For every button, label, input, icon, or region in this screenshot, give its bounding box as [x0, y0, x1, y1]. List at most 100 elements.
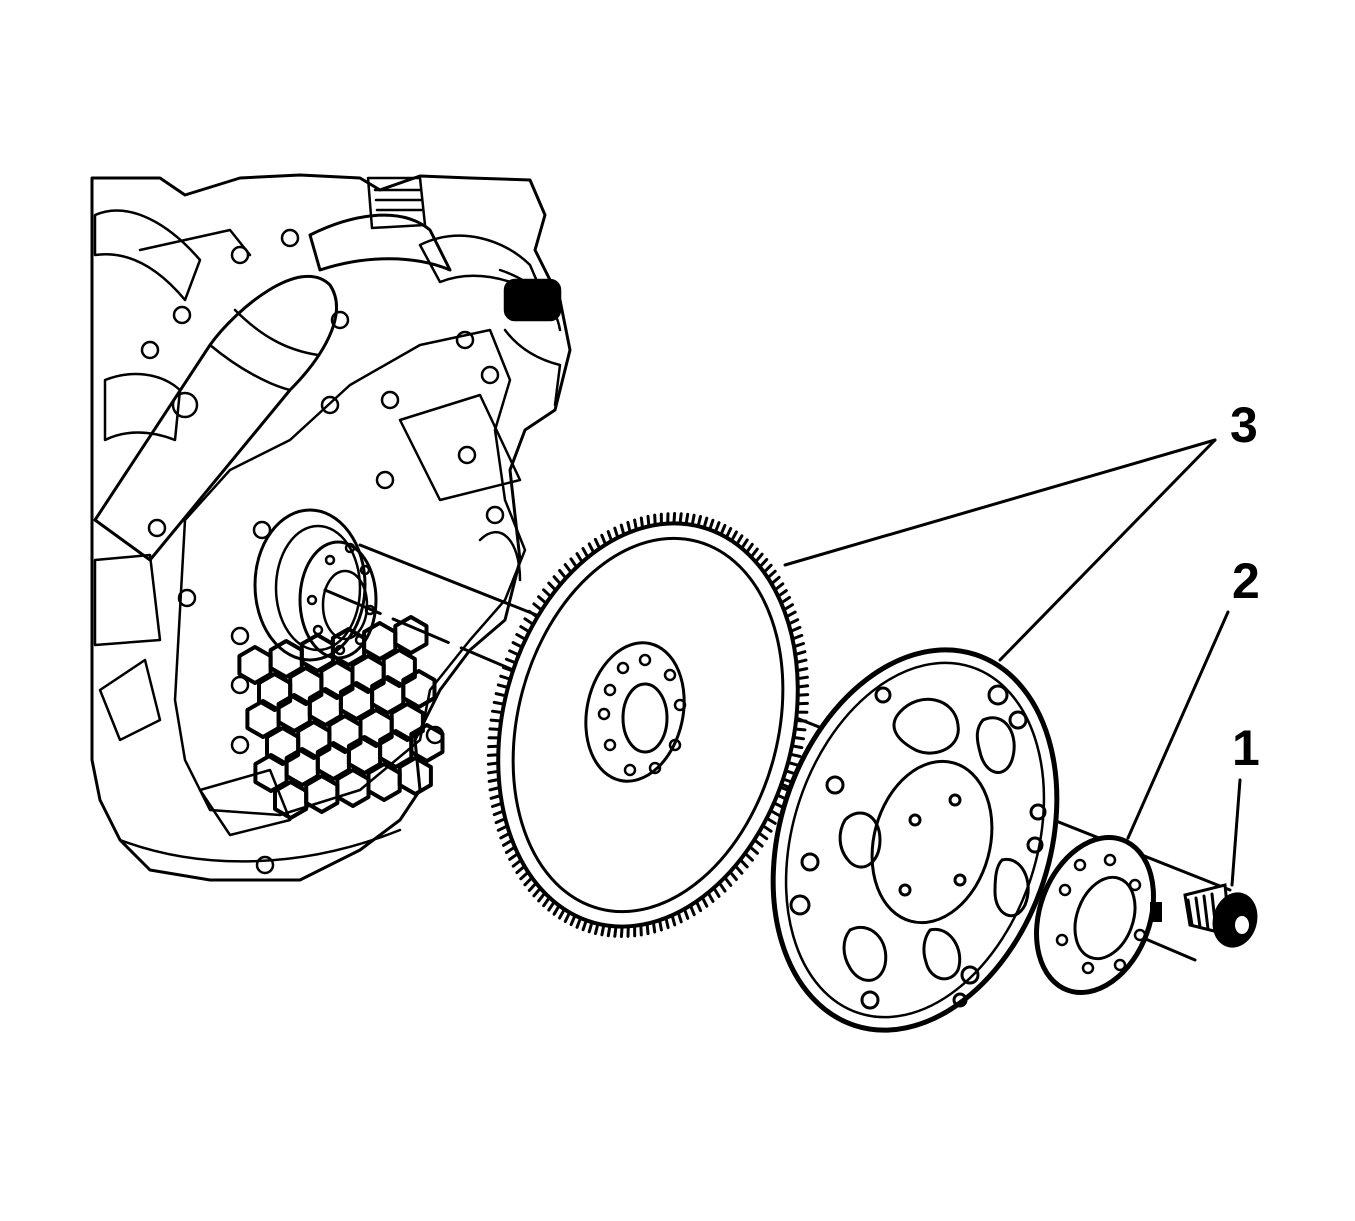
- gear-tooth: [488, 727, 502, 731]
- gear-tooth: [658, 918, 663, 932]
- honeycomb-cell: [358, 708, 394, 748]
- leader-line-3a: [783, 438, 1217, 567]
- gear-tooth: [508, 852, 520, 861]
- gear-tooth: [676, 910, 683, 924]
- gear-tooth: [653, 513, 657, 527]
- gear-tooth: [706, 891, 715, 903]
- gear-tooth: [606, 530, 614, 543]
- honeycomb-cell: [389, 702, 425, 742]
- gear-tooth: [489, 794, 503, 800]
- honeycomb-cell: [265, 726, 301, 766]
- gear-tooth: [486, 753, 500, 757]
- gear-tooth: [563, 563, 573, 575]
- gear-tooth: [502, 666, 515, 673]
- gear-tooth: [745, 542, 754, 554]
- gear-tooth: [694, 900, 703, 913]
- gear-tooth: [796, 693, 810, 697]
- gear-tooth: [558, 569, 568, 580]
- gear-tooth: [749, 547, 759, 559]
- honeycomb-cell: [319, 660, 355, 700]
- gear-tooth: [790, 744, 804, 750]
- gear-tooth: [594, 922, 600, 935]
- callout-2: 2: [1232, 553, 1260, 609]
- callout-1: 1: [1232, 720, 1260, 776]
- gear-tooth: [563, 911, 572, 923]
- gear-tooth: [613, 924, 618, 938]
- gear-tooth: [581, 547, 590, 559]
- gear-tooth: [792, 735, 805, 741]
- gear-tooth: [552, 904, 561, 916]
- gear-tooth: [619, 925, 624, 938]
- gear-tooth: [645, 922, 650, 936]
- gear-tooth: [700, 895, 709, 908]
- gear-tooth: [784, 610, 797, 619]
- gear-tooth: [682, 907, 690, 920]
- gear-tooth: [486, 761, 500, 766]
- gear-tooth: [492, 809, 505, 817]
- gear-tooth: [547, 900, 556, 912]
- honeycomb-cell: [409, 723, 445, 763]
- honeycomb-cell: [397, 756, 433, 796]
- gear-tooth: [765, 816, 777, 825]
- gear-tooth: [499, 674, 512, 681]
- gear-tooth: [504, 657, 518, 665]
- gear-tooth: [633, 518, 638, 532]
- gear-tooth: [776, 589, 788, 598]
- honeycomb-cell: [327, 714, 363, 754]
- honeycomb-cell: [381, 648, 417, 688]
- honeycomb-cell: [401, 669, 437, 709]
- gear-tooth: [754, 552, 764, 564]
- gear-tooth: [619, 523, 626, 537]
- gear-tooth: [773, 582, 785, 592]
- honeycomb-cell: [296, 720, 332, 760]
- flexplate-disc: [770, 647, 1060, 1033]
- gear-tooth: [487, 769, 500, 775]
- gear-tooth: [537, 891, 547, 903]
- gear-tooth: [730, 530, 738, 543]
- gear-tooth: [779, 596, 791, 605]
- gear-tooth: [492, 700, 506, 706]
- honeycomb-cell: [299, 633, 335, 673]
- flywheel-ring-gear: [486, 512, 810, 938]
- gear-tooth: [789, 625, 802, 633]
- gear-tooth: [770, 575, 781, 586]
- gear-tooth: [787, 618, 800, 626]
- gear-tooth: [792, 642, 805, 649]
- gear-tooth: [688, 903, 696, 917]
- gear-tooth: [678, 512, 683, 526]
- gear-tooth: [772, 801, 785, 809]
- honeycomb-cell: [315, 741, 351, 781]
- gear-tooth: [491, 801, 504, 808]
- honeycomb-cell: [288, 666, 324, 706]
- gear-tooth: [575, 916, 583, 929]
- gear-tooth: [795, 667, 809, 673]
- gear-tooth: [702, 516, 709, 530]
- leader-line-3b: [998, 438, 1217, 662]
- gear-tooth: [542, 896, 551, 908]
- gear-tooth: [769, 809, 781, 817]
- gear-tooth: [752, 838, 764, 848]
- gear-tooth: [600, 923, 606, 937]
- gear-tooth: [761, 824, 773, 833]
- gear-tooth: [575, 552, 584, 564]
- leader-line-1: [1230, 778, 1242, 887]
- gear-tooth: [532, 886, 542, 898]
- gear-tooth: [728, 870, 738, 881]
- gear-tooth: [558, 907, 566, 920]
- gear-tooth: [499, 831, 512, 840]
- gear-tooth: [791, 633, 804, 641]
- gear-tooth: [496, 824, 509, 832]
- flange-bolts: [140, 228, 505, 875]
- gear-tooth: [515, 864, 526, 875]
- gear-tooth: [587, 542, 596, 555]
- gear-tooth: [748, 845, 759, 855]
- gear-tooth: [569, 557, 579, 569]
- gear-tooth: [523, 876, 534, 887]
- gear-tooth: [712, 886, 721, 898]
- gear-tooth: [794, 719, 808, 723]
- gear-tooth: [793, 650, 807, 656]
- gear-tooth: [569, 913, 577, 927]
- gear-tooth: [782, 603, 794, 612]
- gear-tooth: [547, 581, 558, 592]
